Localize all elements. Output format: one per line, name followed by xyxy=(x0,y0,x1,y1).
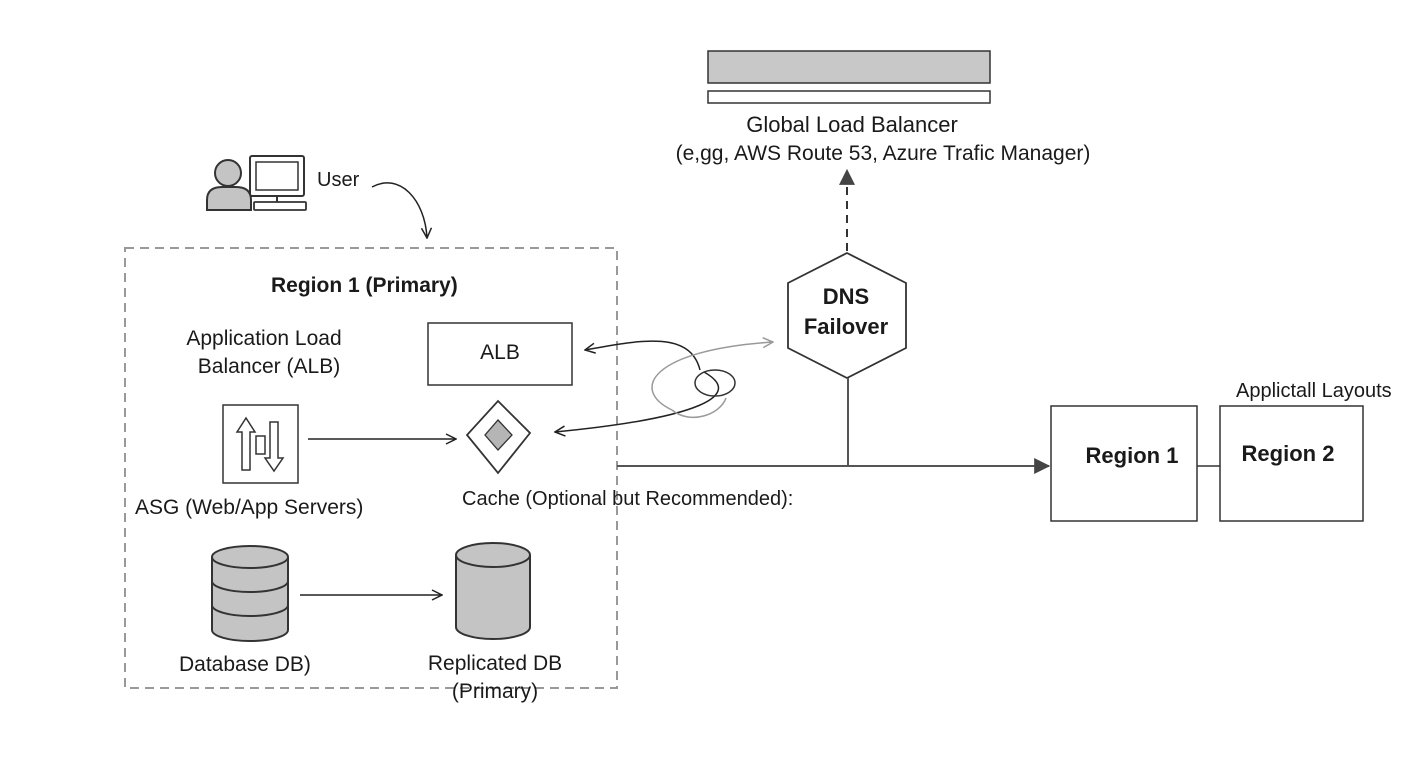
user-icon xyxy=(206,159,252,211)
dns-label-line1: DNS xyxy=(822,284,870,309)
region2-box-label: Region 2 xyxy=(1241,441,1335,466)
replicated-db-label-line1: Replicated DB xyxy=(427,652,563,675)
alb-box-label: ALB xyxy=(480,341,520,364)
asg-label: ASG (Web/App Servers) xyxy=(135,496,364,519)
loop-curve xyxy=(671,397,727,419)
global-lb-title: Global Load Balancer xyxy=(746,112,958,137)
loop-arrow-to-alb xyxy=(585,340,701,371)
database-icon xyxy=(211,545,289,642)
computer-icon xyxy=(249,155,307,211)
loop-ellipse xyxy=(694,369,736,397)
replicated-db-icon xyxy=(455,542,531,640)
alb-box xyxy=(427,322,573,386)
global-lb-bar xyxy=(707,50,991,84)
user-label: User xyxy=(317,169,360,191)
region1-box-label: Region 1 xyxy=(1085,443,1179,468)
cache-icon xyxy=(465,399,532,475)
asg-icon xyxy=(222,404,299,484)
database-label: Database DB) xyxy=(179,653,311,676)
cache-label: Cache (Optional but Recommended): xyxy=(462,488,794,510)
region1-boundary xyxy=(124,247,618,689)
user-arrow xyxy=(371,182,427,238)
loop-arrow-to-cache xyxy=(555,371,720,432)
global-lb-bar-thin xyxy=(707,90,991,104)
region1-box xyxy=(1050,405,1198,522)
region2-box xyxy=(1219,405,1364,522)
replicated-db-label-line2: (Primary) xyxy=(451,680,539,703)
loop-arrow-to-dns xyxy=(651,342,773,411)
alb-label-line2: Balancer (ALB) xyxy=(197,355,341,378)
layouts-caption: Applictall Layouts xyxy=(1236,380,1392,402)
region1-title: Region 1 (Primary) xyxy=(271,274,458,297)
dns-label-line2: Failover xyxy=(803,314,889,339)
alb-label-line1: Application Load xyxy=(186,327,342,350)
global-lb-subtitle: (e,gg, AWS Route 53, Azure Trafic Manage… xyxy=(675,142,1091,165)
